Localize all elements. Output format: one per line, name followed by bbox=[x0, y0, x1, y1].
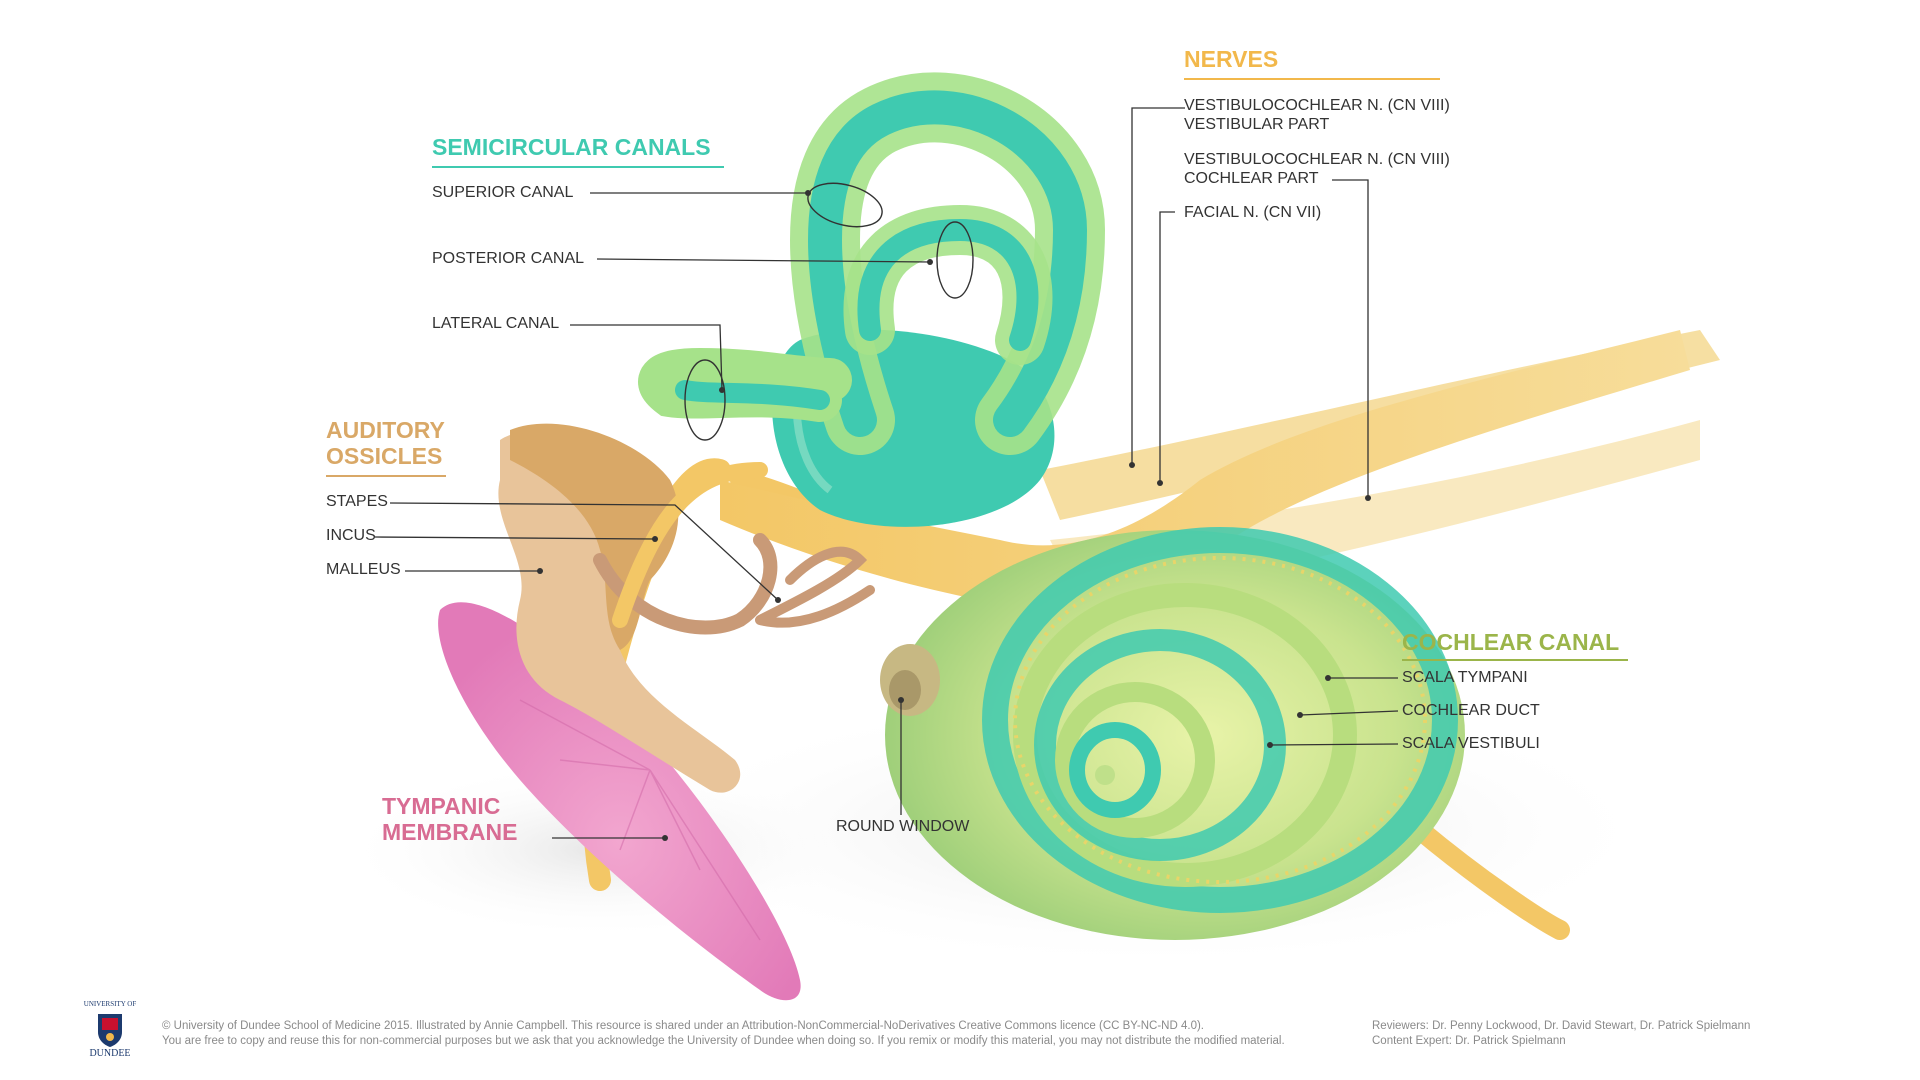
incus-label: INCUS bbox=[326, 527, 376, 544]
lateral-canal-label: LATERAL CANAL bbox=[432, 315, 560, 332]
nerves-heading: NERVES bbox=[1184, 46, 1279, 72]
crest-icon bbox=[98, 1014, 122, 1047]
logo-text-bottom: DUNDEE bbox=[89, 1048, 131, 1059]
semicircular-canals-heading: SEMICIRCULAR CANALS bbox=[432, 134, 711, 160]
reviewers-line: Reviewers: Dr. Penny Lockwood, Dr. David… bbox=[1372, 1020, 1751, 1032]
cochlear-nerve-label-line1: VESTIBULOCOCHLEAR N. (CN VIII) bbox=[1184, 151, 1450, 168]
cochlear-canal-heading: COCHLEAR CANAL bbox=[1402, 629, 1620, 655]
stapes-label: STAPES bbox=[326, 493, 388, 510]
cochlear-canal-underline bbox=[1402, 659, 1628, 661]
content-expert-line: Content Expert: Dr. Patrick Spielmann bbox=[1372, 1035, 1566, 1047]
superior-canal-label: SUPERIOR CANAL bbox=[432, 184, 574, 201]
scala-vestibuli-label: SCALA VESTIBULI bbox=[1402, 735, 1540, 752]
copyright-notice: © University of Dundee School of Medicin… bbox=[162, 1019, 1285, 1049]
malleus bbox=[498, 432, 741, 793]
tympanic-membrane bbox=[438, 602, 801, 1001]
copyright-line1: © University of Dundee School of Medicin… bbox=[162, 1020, 1205, 1032]
vestibular-nerve-label-line1: VESTIBULOCOCHLEAR N. (CN VIII) bbox=[1184, 97, 1450, 114]
vestibulocochlear-nerve bbox=[720, 330, 1690, 607]
leader-dots bbox=[537, 190, 1371, 841]
stapes bbox=[755, 546, 875, 628]
facial-nerve-label-line1: FACIAL N. (CN VII) bbox=[1184, 204, 1322, 221]
round-window-label: ROUND WINDOW bbox=[836, 818, 970, 835]
credits: Reviewers: Dr. Penny Lockwood, Dr. David… bbox=[1372, 1019, 1750, 1049]
leader-lines bbox=[374, 107, 1399, 839]
cochlear-duct-label: COCHLEAR DUCT bbox=[1402, 702, 1540, 719]
tympanic-membrane-heading-line2: MEMBRANE bbox=[382, 819, 518, 845]
auditory-ossicles-heading-line1: AUDITORY bbox=[326, 417, 445, 443]
copyright-line2: You are free to copy and reuse this for … bbox=[162, 1035, 1285, 1047]
tympanic-membrane-heading-line1: TYMPANIC bbox=[382, 793, 501, 819]
university-logo: UNIVERSITY OF DUNDEE bbox=[72, 1000, 148, 1062]
cochlea bbox=[885, 527, 1465, 940]
auditory-ossicles-heading: AUDITORY OSSICLES bbox=[326, 417, 445, 469]
posterior-canal-label: POSTERIOR CANAL bbox=[432, 250, 585, 267]
vestibular-nerve-label-line2: VESTIBULAR PART bbox=[1184, 116, 1330, 133]
facial-nerve-label: FACIAL N. (CN VII) bbox=[1184, 203, 1321, 222]
cochlear-nerve-label: VESTIBULOCOCHLEAR N. (CN VIII) COCHLEAR … bbox=[1184, 150, 1450, 188]
semicircular-canals-underline bbox=[432, 166, 724, 168]
scala-tympani-label: SCALA TYMPANI bbox=[1402, 669, 1528, 686]
tympanic-membrane-heading: TYMPANIC MEMBRANE bbox=[382, 793, 517, 845]
auditory-ossicles-underline bbox=[326, 475, 446, 477]
auditory-ossicles-heading-line2: OSSICLES bbox=[326, 443, 443, 469]
logo-text-top: UNIVERSITY OF bbox=[83, 1000, 137, 1008]
malleus-label: MALLEUS bbox=[326, 561, 401, 578]
cochlear-nerve-label-line2: COCHLEAR PART bbox=[1184, 170, 1319, 187]
nerves-underline bbox=[1184, 78, 1440, 80]
vestibular-nerve-label: VESTIBULOCOCHLEAR N. (CN VIII) VESTIBULA… bbox=[1184, 96, 1450, 134]
